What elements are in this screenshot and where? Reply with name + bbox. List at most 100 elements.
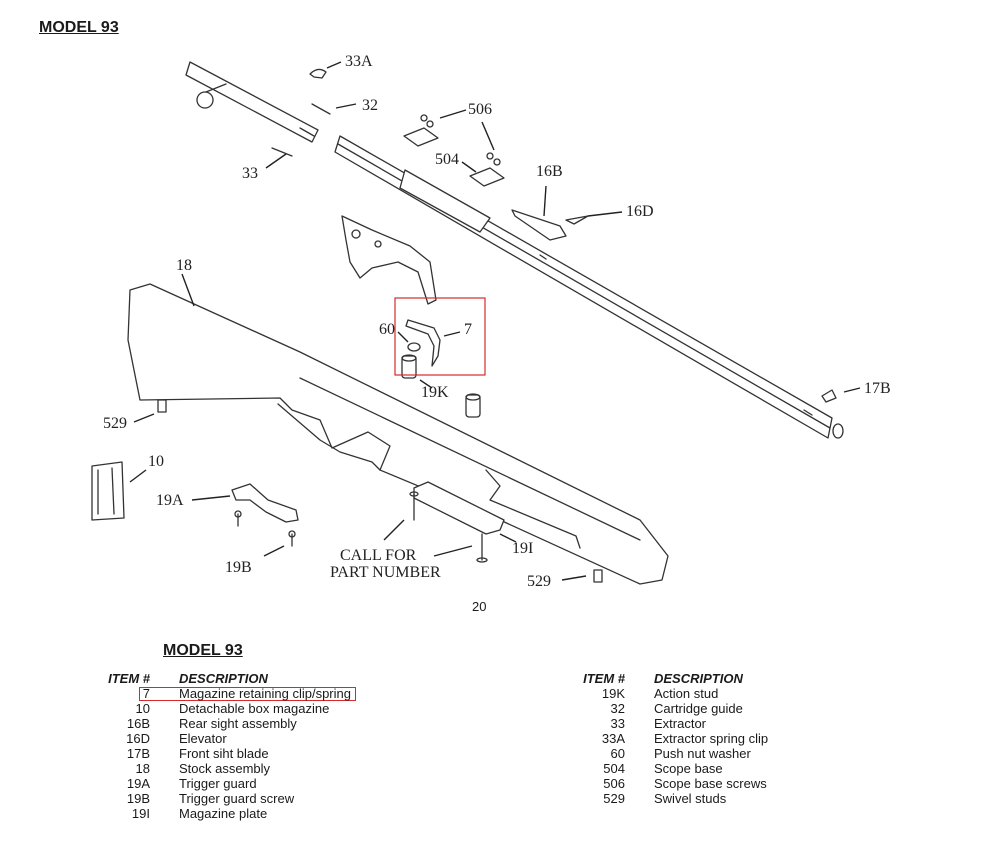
table-row: 504 Scope base [581, 761, 768, 776]
description-header: DESCRIPTION [654, 671, 743, 686]
callout-60: 60 [379, 321, 395, 338]
highlight-box [394, 297, 486, 376]
description-header: DESCRIPTION [179, 671, 268, 686]
table-row: 33A Extractor spring clip [581, 731, 768, 746]
part-33a-drawing [309, 68, 327, 79]
table-row: 19B Trigger guard screw [106, 791, 351, 806]
callout-19b: 19B [225, 559, 252, 576]
callout-19a: 19A [156, 492, 184, 509]
table-row: 529 Swivel studs [581, 791, 768, 806]
part-number-label: PART NUMBER [330, 564, 441, 581]
call-for-label: CALL FOR [340, 547, 417, 564]
item-description: Trigger guard screw [179, 791, 295, 806]
front-sight-drawing [821, 389, 837, 403]
trigger-guard-drawing [231, 483, 299, 523]
part-32-drawing [311, 103, 331, 115]
callout-32: 32 [362, 97, 378, 114]
table-row: 19K Action stud [581, 686, 768, 701]
item-description: Action stud [654, 686, 719, 701]
callout-529-right: 529 [527, 573, 551, 590]
table-row: 16D Elevator [106, 731, 351, 746]
item-number: 32 [610, 701, 625, 716]
magazine-drawing [91, 461, 125, 521]
table-row: 16B Rear sight assembly [106, 716, 351, 731]
table-row: 60 Push nut washer [581, 746, 768, 761]
table-header: ITEM # DESCRIPTION [581, 671, 768, 686]
item-header: ITEM # [108, 671, 150, 686]
item-description: Magazine retaining clip/spring [179, 686, 351, 701]
item-number: 7 [142, 686, 150, 701]
item-description: Push nut washer [654, 746, 751, 761]
table-row: 506 Scope base screws [581, 776, 768, 791]
item-description: Trigger guard [179, 776, 257, 791]
callout-10: 10 [148, 453, 164, 470]
table-row: 10 Detachable box magazine [106, 701, 351, 716]
action-stud-drawing [401, 354, 481, 418]
part-33-drawing [271, 147, 293, 157]
stock-drawing [127, 283, 669, 585]
callout-33: 33 [242, 165, 258, 182]
item-number: 506 [603, 776, 625, 791]
callout-19k: 19K [421, 384, 449, 401]
item-number: 33A [601, 731, 625, 746]
table-row: 32 Cartridge guide [581, 701, 768, 716]
item-description: Scope base [654, 761, 723, 776]
table-row: 18 Stock assembly [106, 761, 351, 776]
callout-529-left: 529 [103, 415, 127, 432]
parts-table-right: ITEM # DESCRIPTION 19K Action stud 32 Cartr… [581, 671, 768, 806]
item-description: Stock assembly [179, 761, 271, 776]
trigger-group-drawing [341, 215, 437, 305]
callout-17b: 17B [864, 380, 891, 397]
swivel-stud-drawing [157, 399, 603, 583]
callout-18: 18 [176, 257, 192, 274]
item-description: Extractor spring clip [654, 731, 769, 746]
item-description: Elevator [179, 731, 227, 746]
item-number: 529 [603, 791, 625, 806]
table-header: ITEM # DESCRIPTION [106, 671, 351, 686]
item-description: Rear sight assembly [179, 716, 297, 731]
item-number: 60 [610, 746, 625, 761]
item-description: Detachable box magazine [179, 701, 330, 716]
callout-33a: 33A [345, 53, 373, 70]
call-for-screw-drawing [409, 491, 488, 563]
parts-list-title: MODEL 93 [163, 642, 243, 659]
item-number: 19B [126, 791, 150, 806]
scope-base-drawing [403, 114, 505, 187]
callout-16d: 16D [626, 203, 654, 220]
trigger-guard-screw-drawing [234, 510, 296, 547]
page-title: MODEL 93 [39, 19, 119, 36]
callout-7: 7 [464, 321, 472, 338]
push-nut-drawing [407, 342, 421, 352]
table-row: 7 Magazine retaining clip/spring [106, 686, 351, 701]
item-number: 10 [135, 701, 150, 716]
item-number: 19A [126, 776, 150, 791]
item-number: 19K [601, 686, 625, 701]
callout-19i: 19I [512, 540, 533, 557]
bolt-drawing [185, 61, 319, 143]
item-number: 16B [126, 716, 150, 731]
magazine-clip-drawing [405, 319, 441, 367]
page-number: 20 [472, 599, 487, 614]
highlighted-row-box [139, 687, 356, 701]
callout-16b: 16B [536, 163, 563, 180]
table-row: 17B Front siht blade [106, 746, 351, 761]
rear-sight-drawing [511, 209, 589, 241]
item-number: 18 [135, 761, 150, 776]
item-description: Extractor [654, 716, 707, 731]
callout-504: 504 [435, 151, 459, 168]
table-row: 19A Trigger guard [106, 776, 351, 791]
item-number: 504 [603, 761, 625, 776]
item-number: 16D [126, 731, 150, 746]
item-number: 17B [126, 746, 150, 761]
barrel-receiver-drawing [334, 135, 844, 439]
item-description: Front siht blade [179, 746, 269, 761]
item-description: Swivel studs [654, 791, 727, 806]
item-header: ITEM # [583, 671, 625, 686]
item-description: Scope base screws [654, 776, 767, 791]
parts-table-left: ITEM # DESCRIPTION 7 Magazine retaining cl… [106, 671, 351, 821]
item-description: Cartridge guide [654, 701, 743, 716]
leader-lines [129, 61, 861, 581]
exploded-parts-diagram: 33A 32 33 506 504 16B 16D 18 60 7 19K 17… [91, 53, 891, 590]
